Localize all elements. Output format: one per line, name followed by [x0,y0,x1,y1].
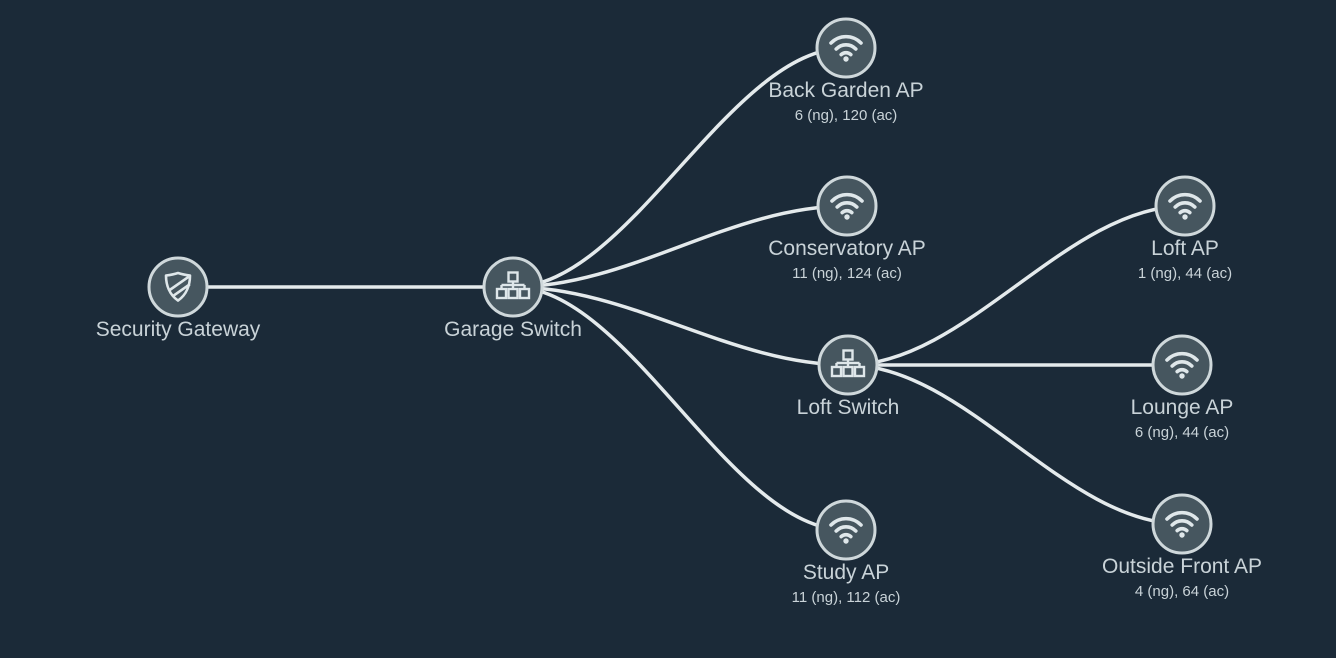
node-label: Study AP [803,561,889,584]
node-sublabel: 11 (ng), 124 (ac) [792,265,902,282]
switch-icon [495,271,531,300]
node-circle-study-ap[interactable] [815,499,877,561]
node-circle-outside-front-ap[interactable] [1151,493,1213,555]
node-sublabel: 11 (ng), 112 (ac) [792,589,901,606]
node-garage-switch[interactable]: Garage Switch [444,256,582,341]
node-outside-front-ap[interactable]: Outside Front AP 4 (ng), 64 (ac) [1102,493,1262,600]
node-security-gateway[interactable]: Security Gateway [96,256,261,341]
node-sublabel: 4 (ng), 64 (ac) [1135,583,1229,600]
node-label: Security Gateway [96,318,261,341]
node-label: Garage Switch [444,318,582,341]
node-circle-security-gateway[interactable] [147,256,209,318]
wifi-icon [829,516,863,544]
node-label: Conservatory AP [768,237,926,260]
node-loft-switch[interactable]: Loft Switch [797,334,900,419]
link-garage-switch-conservatory-ap [512,204,848,289]
node-loft-ap[interactable]: Loft AP 1 (ng), 44 (ac) [1138,175,1232,282]
link-loft-switch-outside-front-ap [847,363,1183,526]
link-garage-switch-study-ap [512,285,847,532]
node-circle-loft-ap[interactable] [1154,175,1216,237]
gateway-shield-icon [164,271,192,302]
wifi-icon [1165,510,1199,538]
node-sublabel: 6 (ng), 120 (ac) [795,107,898,124]
wifi-icon [829,34,863,62]
link-loft-switch-loft-ap [847,204,1186,367]
node-lounge-ap[interactable]: Lounge AP 6 (ng), 44 (ac) [1131,334,1234,441]
wifi-icon [1168,192,1202,220]
wifi-icon [1165,351,1199,379]
switch-icon [830,349,866,378]
node-sublabel: 1 (ng), 44 (ac) [1138,265,1232,282]
node-label: Back Garden AP [768,79,923,102]
node-back-garden-ap[interactable]: Back Garden AP 6 (ng), 120 (ac) [768,17,924,124]
node-study-ap[interactable]: Study AP 11 (ng), 112 (ac) [792,499,901,606]
node-label: Loft AP [1151,237,1219,260]
node-conservatory-ap[interactable]: Conservatory AP 11 (ng), 124 (ac) [768,175,926,282]
wifi-icon [830,192,864,220]
node-label: Outside Front AP [1102,555,1262,578]
node-circle-conservatory-ap[interactable] [816,175,878,237]
links-layer [178,46,1186,532]
node-label: Loft Switch [797,396,900,419]
node-label: Lounge AP [1131,396,1234,419]
nodes-layer: Security Gateway Garage Switch Back Garden… [96,17,1262,606]
link-garage-switch-loft-switch [512,285,849,367]
node-circle-back-garden-ap[interactable] [815,17,877,79]
link-garage-switch-back-garden-ap [512,46,847,289]
node-sublabel: 6 (ng), 44 (ac) [1135,424,1229,441]
node-circle-lounge-ap[interactable] [1151,334,1213,396]
